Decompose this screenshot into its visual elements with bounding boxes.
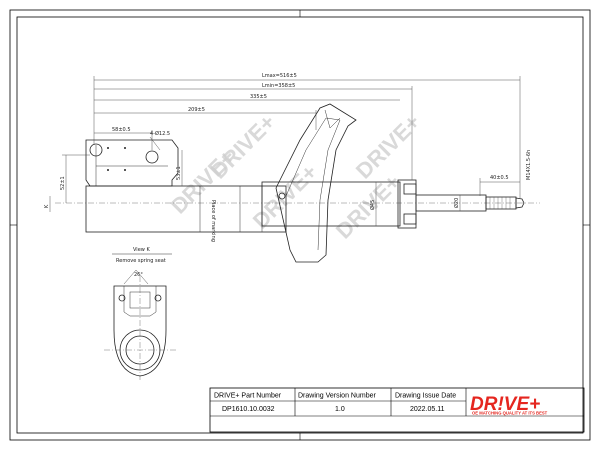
part-number-value: DP1610.10.0032 — [222, 406, 275, 413]
knuckle-bracket — [85, 139, 179, 187]
dim-58: 58±0.5 — [112, 127, 131, 133]
frame-ticks — [10, 10, 590, 440]
bracket-rivet — [124, 169, 126, 171]
bracket-bolt-hole — [89, 143, 103, 157]
view-k-angle: 26° — [134, 272, 143, 278]
brand-tagline: OE MATCHING QUALITY AT ITS BEST — [472, 411, 548, 416]
dim-40: 40±0.5 — [490, 175, 509, 181]
dim-20: Ø20 — [453, 198, 460, 208]
part-number-label: DRIVE+ Part Number — [214, 393, 282, 400]
dim-4x-hole: 4-Ø12.5 — [150, 130, 170, 137]
view-k-bolt — [118, 294, 126, 302]
spring-seat-inner — [285, 117, 341, 251]
issue-date-label: Drawing Issue Date — [395, 393, 456, 400]
dim-lmax: Lmax=516±5 — [262, 73, 297, 79]
outer-frame — [9, 9, 591, 441]
rod-thread-marks — [489, 197, 511, 209]
dim-45: Ø45 — [369, 200, 376, 210]
strut-top-nut — [403, 183, 417, 195]
dimension-lines — [49, 76, 521, 226]
dim-53: 53±1 — [176, 166, 182, 180]
view-k-title: View K — [133, 247, 150, 253]
view-letter-k: K — [44, 204, 50, 208]
marking-note: Place of marking — [210, 200, 216, 242]
strut-body-tube — [85, 185, 287, 233]
dim-lmin: Lmin=358±5 — [262, 83, 295, 89]
view-k-drawing — [104, 269, 176, 380]
bracket-rivet — [124, 147, 126, 149]
dim-52: 52±1 — [60, 176, 66, 190]
inner-frame — [16, 16, 584, 434]
seat-pivot — [278, 192, 286, 200]
dim-209: 209±5 — [188, 107, 205, 113]
title-block — [209, 387, 585, 433]
dim-335: 335±5 — [250, 94, 267, 100]
bracket-rivet — [107, 169, 109, 171]
issue-date-value: 2022.05.11 — [410, 406, 445, 413]
bracket-bolt-hole — [145, 150, 159, 164]
strut-side-view — [85, 103, 525, 263]
spring-seat-cutaway — [324, 109, 341, 129]
watermark-text: DRIVE+ — [206, 109, 280, 183]
watermarks: DRIVE+ DRIVE+ DRIVE+ DRIVE+ DRIVE+ — [166, 109, 425, 243]
rod-thread-tip — [515, 197, 525, 209]
dim-thread: M14X1.5-6h — [526, 150, 532, 180]
drawing-version-value: 1.0 — [335, 406, 345, 413]
brand-logo: DR!VE+ — [470, 394, 540, 415]
spring-seat — [275, 103, 357, 263]
drawing-version-label: Drawing Version Number — [298, 393, 376, 400]
view-k-bolt — [154, 294, 162, 302]
bracket-rivet — [107, 147, 109, 149]
strut-top-nut — [403, 213, 417, 225]
view-k-inner-body — [123, 286, 157, 317]
view-k-dimension-arc — [123, 269, 149, 285]
view-k-subtitle: Remove spring seat — [116, 258, 166, 264]
